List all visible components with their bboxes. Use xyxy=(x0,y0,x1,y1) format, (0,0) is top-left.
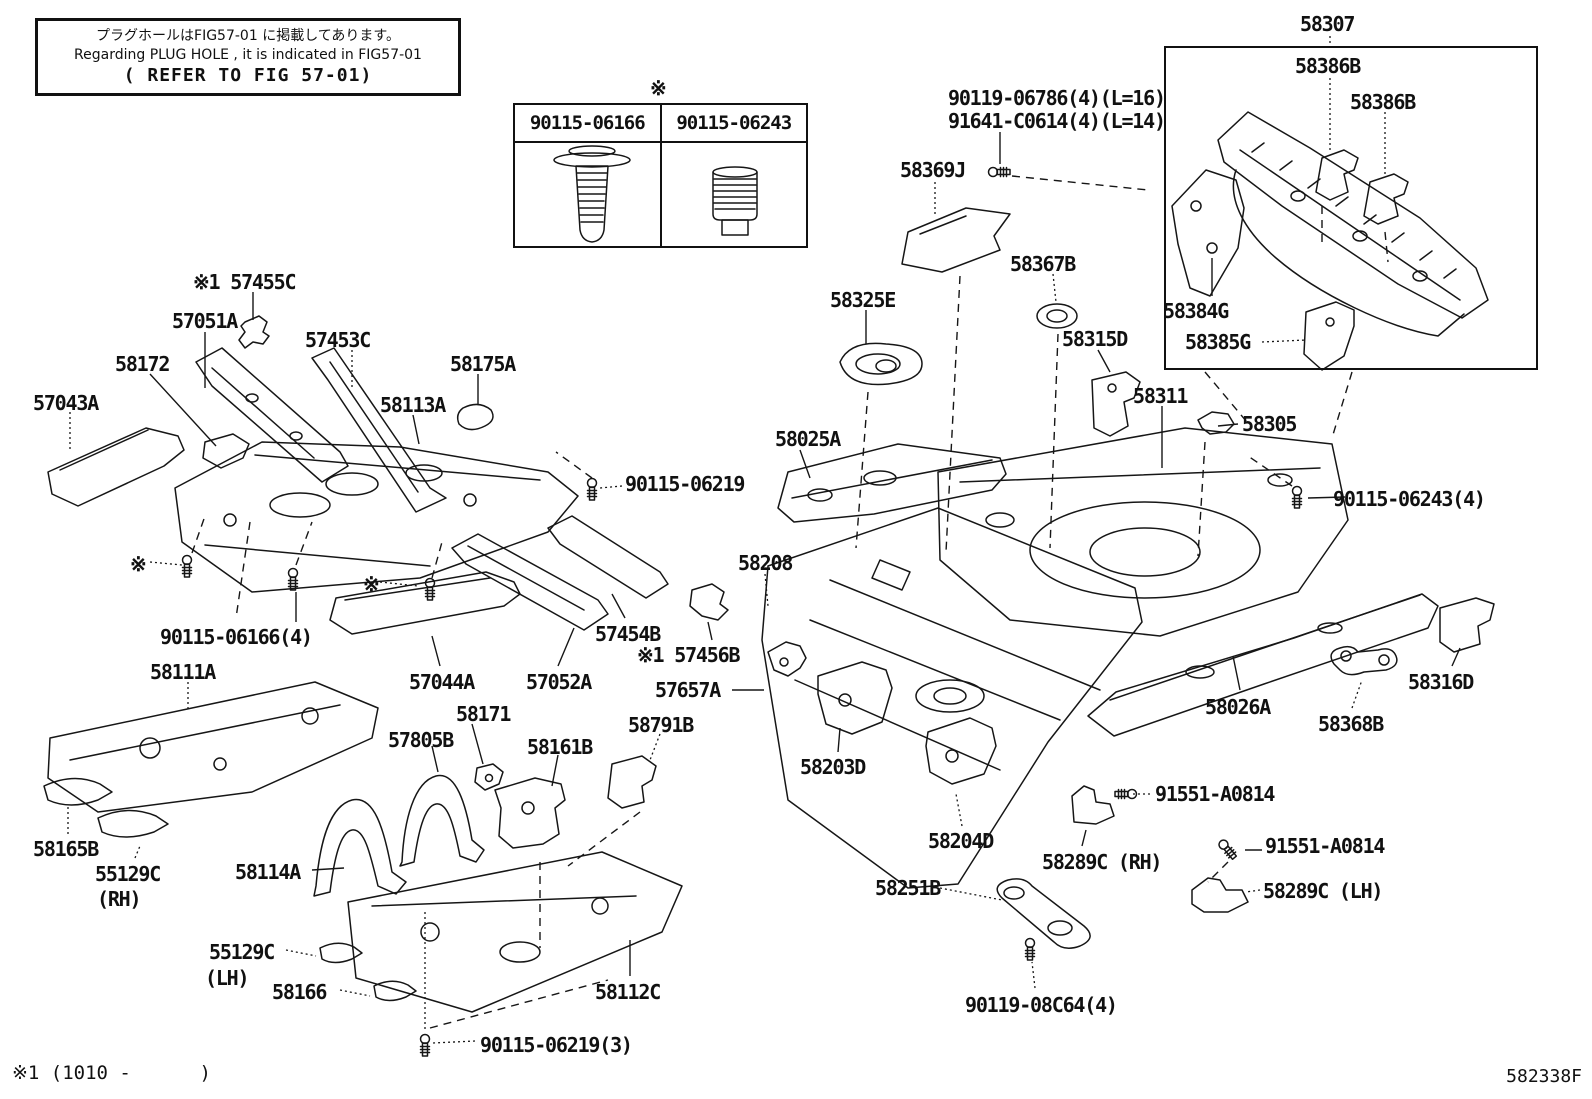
part-label: 58368B xyxy=(1318,712,1384,736)
note-box: プラグホールはFIG57-01 に掲載してあります。 Regarding PLU… xyxy=(35,18,461,96)
figure-document-number: 582338F xyxy=(1506,1066,1582,1087)
part-label: 91641-C0614(4)(L=14) xyxy=(948,109,1166,133)
part-label: 58305 xyxy=(1242,412,1297,436)
part-label: 58316D xyxy=(1408,670,1474,694)
inset-box-58307 xyxy=(1164,46,1538,370)
front-floor-art xyxy=(47,315,579,593)
leader-lines xyxy=(67,36,1461,1044)
part-label: 57043A xyxy=(33,391,99,415)
part-label: 58204D xyxy=(928,829,994,853)
part-label: 58165B xyxy=(33,837,99,861)
part-label: 90115-06219 xyxy=(625,472,745,496)
plug-icon xyxy=(712,166,758,236)
part-label: 58289C (RH) xyxy=(1042,850,1162,874)
part-label: 58367B xyxy=(1010,252,1076,276)
part-label: 58311 xyxy=(1133,384,1188,408)
part-label: 58386B xyxy=(1295,54,1361,78)
part-label: 55129C xyxy=(209,940,275,964)
part-label: 57044A xyxy=(409,670,475,694)
fastener-col2-header: 90115-06243 xyxy=(676,112,792,134)
part-label: 55129C xyxy=(95,862,161,886)
part-label: 91551-A0814 xyxy=(1265,834,1385,858)
front-floor-pan-art xyxy=(43,681,683,1013)
part-label: 58171 xyxy=(456,702,511,726)
part-label: 58315D xyxy=(1062,327,1128,351)
part-label: 57052A xyxy=(526,670,592,694)
flange-bolt-icon xyxy=(553,145,631,243)
table-asterisk-marker: ※ xyxy=(650,76,667,100)
part-label: 58161B xyxy=(527,735,593,759)
part-label: 58025A xyxy=(775,427,841,451)
part-label: ※ xyxy=(130,552,147,576)
note-line-japanese: プラグホールはFIG57-01 に掲載してあります。 xyxy=(96,28,400,44)
part-label: 58791B xyxy=(628,713,694,737)
part-label: 57657A xyxy=(655,678,721,702)
part-label: 57051A xyxy=(172,309,238,333)
part-label: ※ xyxy=(363,572,380,596)
part-label: 58112C xyxy=(595,980,661,1004)
part-label: 58114A xyxy=(235,860,301,884)
part-label: 90115-06243(4) xyxy=(1333,487,1486,511)
part-label: 58384G xyxy=(1163,299,1229,323)
part-label: (RH) xyxy=(97,887,142,911)
part-label: 58172 xyxy=(115,352,170,376)
part-label: 90119-06786(4)(L=16) xyxy=(948,86,1166,110)
part-label: ※1 57455C xyxy=(193,270,297,294)
rear-floor-art xyxy=(761,207,1495,949)
note-line-english: Regarding PLUG HOLE , it is indicated in… xyxy=(74,47,422,63)
fastener-col1-cell xyxy=(515,143,662,247)
fastener-col2-cell xyxy=(662,143,807,247)
part-label: 58369J xyxy=(900,158,966,182)
fastener-table: 90115-06166 90115-06243 xyxy=(513,103,808,248)
fastener-col1-header: 90115-06166 xyxy=(515,105,662,141)
part-label: 57453C xyxy=(305,328,371,352)
part-label: 58251B xyxy=(875,876,941,900)
part-label: 58113A xyxy=(380,393,446,417)
part-label: 58289C (LH) xyxy=(1263,879,1383,903)
part-label: 91551-A0814 xyxy=(1155,782,1275,806)
part-label: 58166 xyxy=(272,980,327,1004)
part-label: 58026A xyxy=(1205,695,1271,719)
part-label: 58208 xyxy=(738,551,793,575)
part-label: 90115-06219(3) xyxy=(480,1033,633,1057)
note-line-reference: ( REFER TO FIG 57-01) xyxy=(123,65,373,86)
part-label: 58175A xyxy=(450,352,516,376)
part-label: 90119-08C64(4) xyxy=(965,993,1118,1017)
part-label: 58325E xyxy=(830,288,896,312)
part-label: 90115-06166(4) xyxy=(160,625,313,649)
footer-applicability-note: ※1 (1010 - ) xyxy=(12,1062,211,1084)
part-label: 57454B xyxy=(595,622,661,646)
part-label: ※1 57456B xyxy=(637,643,741,667)
floor-member-art xyxy=(329,515,807,677)
part-label: 57805B xyxy=(388,728,454,752)
rear-body-panel-art xyxy=(1171,111,1489,371)
part-label: 58385G xyxy=(1185,330,1251,354)
part-label: 58307 xyxy=(1300,12,1355,36)
part-label: 58203D xyxy=(800,755,866,779)
part-label: (LH) xyxy=(205,966,250,990)
part-label: 58111A xyxy=(150,660,216,684)
part-label: 58386B xyxy=(1350,90,1416,114)
